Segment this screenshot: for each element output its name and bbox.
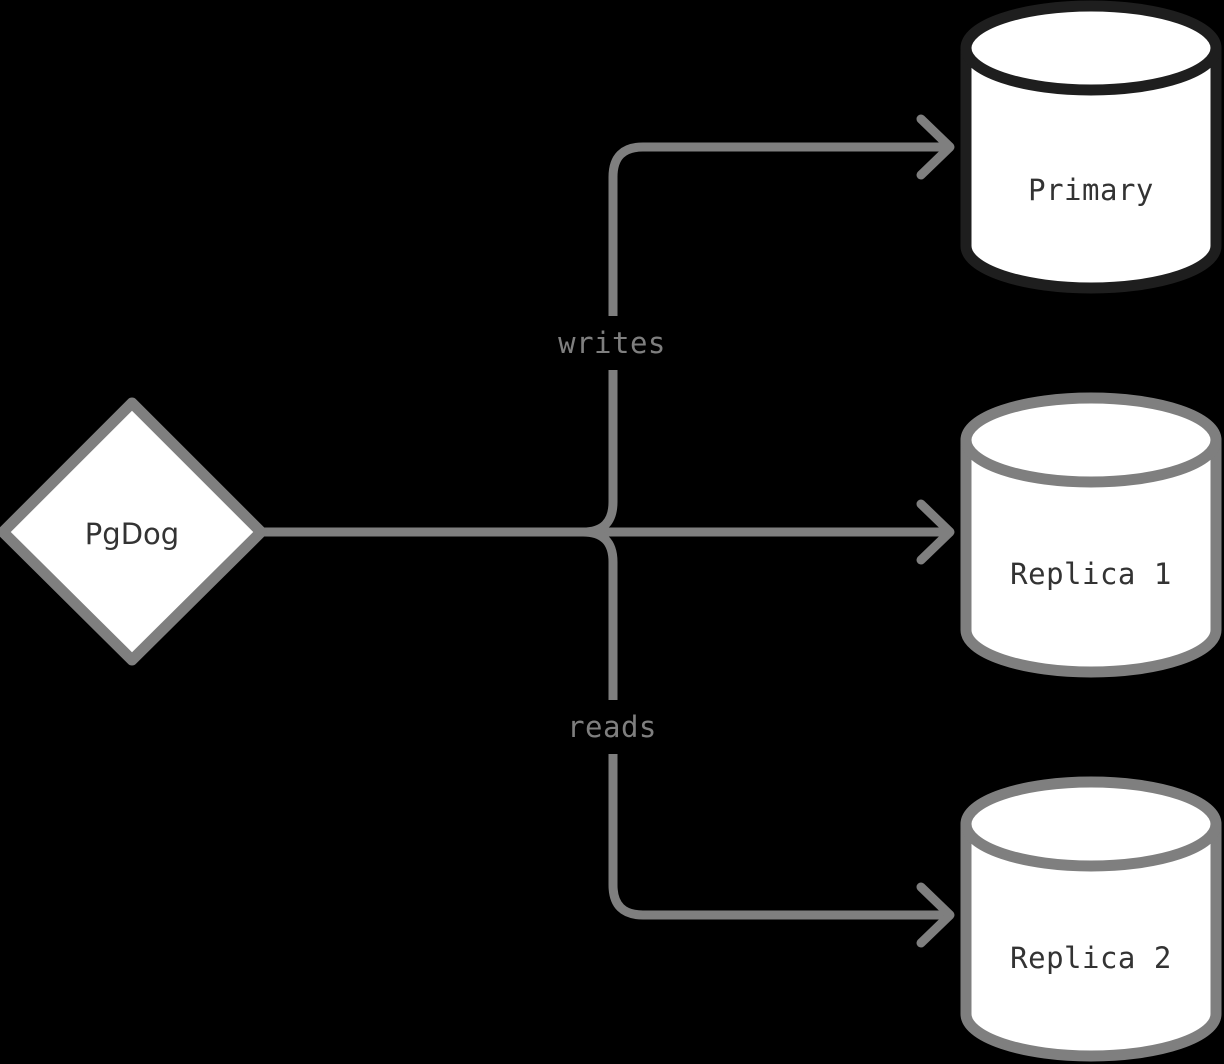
edge-label-reads: reads (567, 710, 657, 744)
primary-label: Primary (1028, 173, 1154, 207)
edge-reads-replica2-arrowhead (916, 882, 955, 948)
edge-label-group: writes reads (540, 316, 685, 754)
replica-1-cylinder-top (960, 392, 1222, 488)
replica-2-cylinder-body (960, 818, 1222, 1062)
replica-2-label: Replica 2 (1010, 941, 1172, 975)
node-replica-1[interactable]: Replica 1 (960, 392, 1222, 678)
replica-1-label: Replica 1 (1010, 557, 1172, 591)
replica-2-cylinder-top (960, 776, 1222, 872)
edge-label-writes: writes (558, 326, 666, 360)
node-primary[interactable]: Primary (960, 0, 1222, 294)
edge-writes-arrowhead (916, 114, 955, 180)
edge-label-reads-backdrop (548, 700, 676, 754)
edge-group (260, 114, 955, 948)
pgdog-label: PgDog (85, 517, 179, 551)
replica-1-cylinder-body (960, 434, 1222, 678)
edge-label-writes-backdrop (540, 316, 685, 370)
edge-reads-replica1-arrowhead (916, 499, 955, 565)
primary-cylinder-body (960, 42, 1222, 294)
node-replica-2[interactable]: Replica 2 (960, 776, 1222, 1062)
primary-cylinder-top (960, 0, 1222, 96)
node-pgdog[interactable]: PgDog (0, 397, 267, 666)
pgdog-diamond-shape (0, 397, 267, 666)
